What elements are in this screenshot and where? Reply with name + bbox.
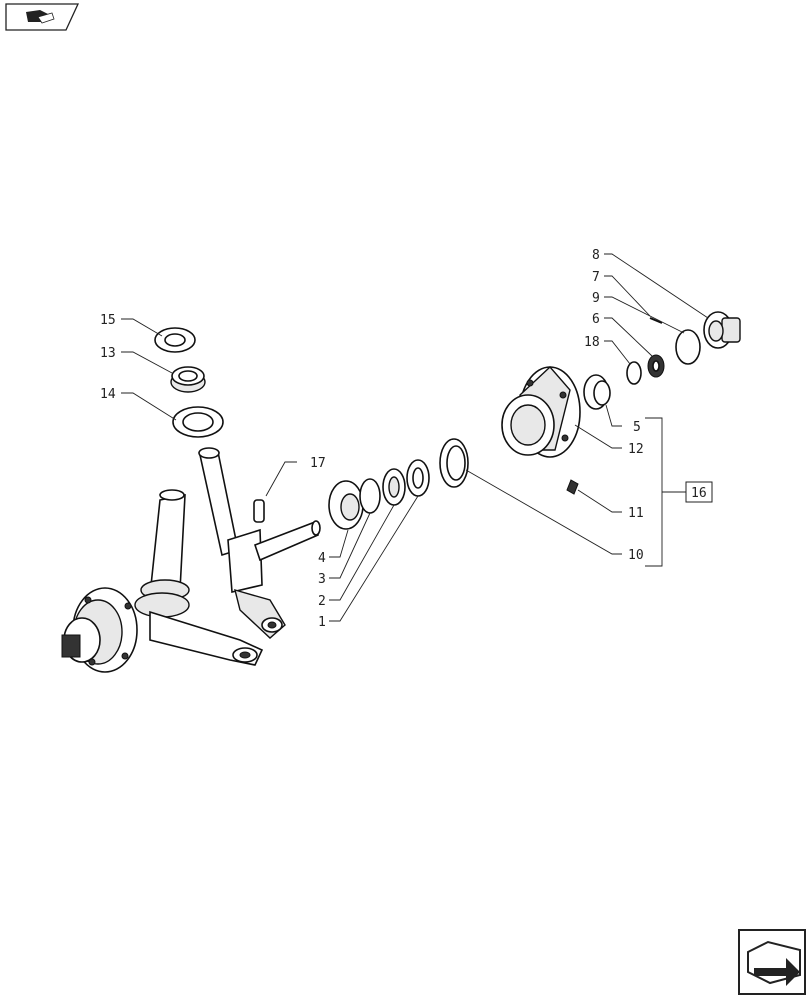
callout-4: 4 bbox=[318, 551, 326, 566]
part-bearing-5 bbox=[583, 374, 611, 410]
callout-12: 12 bbox=[628, 442, 644, 457]
callout-7: 7 bbox=[592, 270, 600, 285]
callouts: 15 13 14 17 4 3 2 1 10 11 12 5 18 6 9 7 … bbox=[100, 248, 713, 630]
next-page-arrow-icon[interactable] bbox=[738, 929, 806, 995]
callout-6: 6 bbox=[592, 312, 600, 327]
part-steering-knuckle bbox=[198, 447, 321, 639]
part-ring-3 bbox=[359, 478, 381, 514]
callout-2: 2 bbox=[318, 594, 326, 609]
part-seal-4 bbox=[328, 480, 364, 530]
part-pin-17 bbox=[253, 499, 265, 523]
part-bearing-cup-10 bbox=[439, 438, 469, 488]
part-washer-14 bbox=[172, 406, 224, 438]
part-cap-8 bbox=[703, 311, 741, 349]
part-bushing-13 bbox=[170, 366, 206, 393]
part-wheel-hub-12 bbox=[501, 365, 581, 458]
book-pointer-icon[interactable] bbox=[5, 3, 80, 31]
callout-16-box: 16 bbox=[685, 481, 713, 503]
part-grease-fitting-11 bbox=[566, 479, 579, 495]
part-ring-18 bbox=[626, 361, 642, 385]
callout-17: 17 bbox=[310, 456, 326, 471]
part-nut-6 bbox=[647, 354, 665, 378]
callout-5: 5 bbox=[633, 420, 641, 435]
part-split-pin-7 bbox=[649, 317, 663, 324]
leader-lines bbox=[121, 253, 709, 622]
callout-16: 16 bbox=[691, 486, 707, 501]
callout-13: 13 bbox=[100, 346, 116, 361]
callout-1: 1 bbox=[318, 615, 326, 630]
part-oring-9 bbox=[675, 329, 701, 365]
callout-18: 18 bbox=[584, 335, 600, 350]
callout-3: 3 bbox=[318, 572, 326, 587]
part-assembled-knuckle bbox=[61, 489, 264, 673]
callout-15: 15 bbox=[100, 313, 116, 328]
callout-9: 9 bbox=[592, 291, 600, 306]
part-washer-15 bbox=[154, 327, 196, 353]
part-bearing-2 bbox=[382, 468, 406, 506]
part-bearing-1 bbox=[406, 459, 430, 497]
callout-10: 10 bbox=[628, 548, 644, 563]
callout-8: 8 bbox=[592, 248, 600, 263]
callout-14: 14 bbox=[100, 387, 116, 402]
callout-11: 11 bbox=[628, 506, 644, 521]
